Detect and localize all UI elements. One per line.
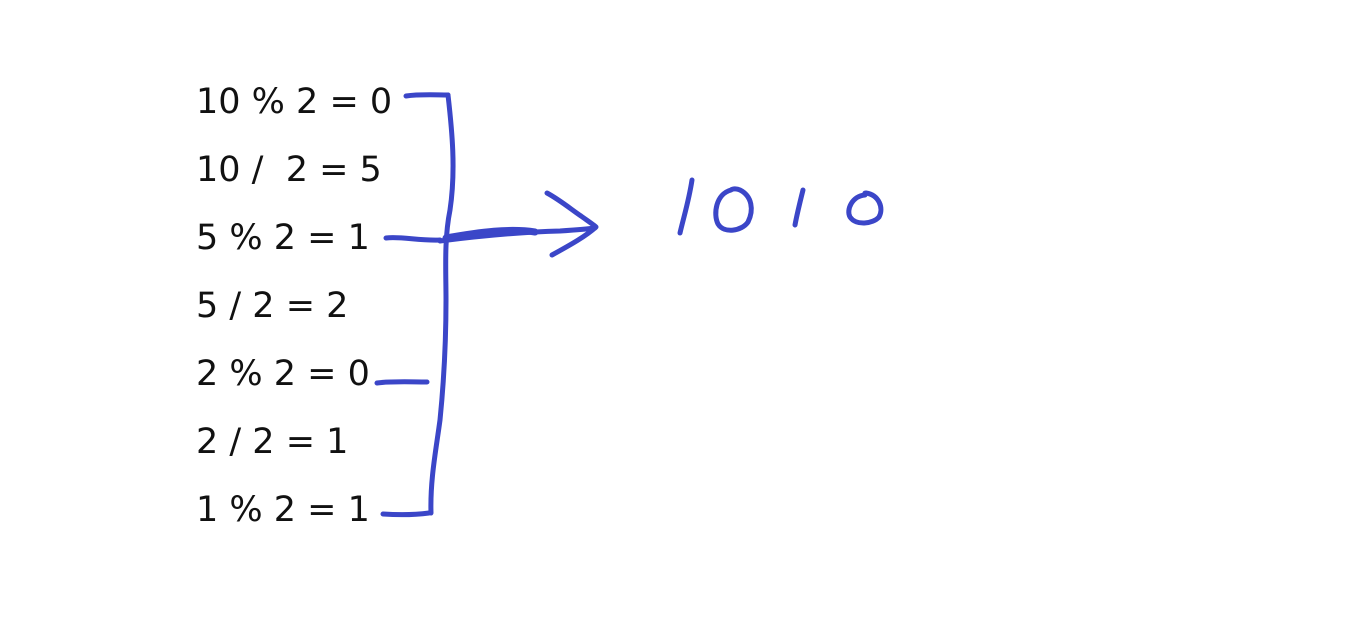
result-digit-0: [713, 186, 754, 233]
remainder-tick-2: [383, 235, 443, 243]
equation-line: 5 / 2 = 2: [196, 286, 349, 326]
equation-line: 1 % 2 = 1: [196, 490, 370, 530]
arrow-head: [544, 190, 599, 258]
equation-list: 10 % 2 = 0 10 / 2 = 5 5 % 2 = 1 5 / 2 = …: [196, 78, 392, 554]
equation-line: 5 % 2 = 1: [196, 218, 370, 258]
equation-line: 10 % 2 = 0: [196, 82, 393, 122]
bracket-line: [428, 92, 456, 516]
arrow-shaft: [437, 225, 598, 244]
result-digit-1: [677, 177, 695, 236]
equation-line: 2 / 2 = 1: [196, 422, 349, 462]
equation-line: 2 % 2 = 0: [196, 354, 370, 394]
remainder-tick-1: [403, 92, 451, 99]
result-digit-0-second: [846, 190, 884, 226]
result-value: 1010: [676, 231, 679, 233]
arrow-shaft-thick: [442, 226, 539, 242]
result-digit-1-second: [792, 187, 806, 228]
equation-line: 10 / 2 = 5: [196, 150, 382, 190]
